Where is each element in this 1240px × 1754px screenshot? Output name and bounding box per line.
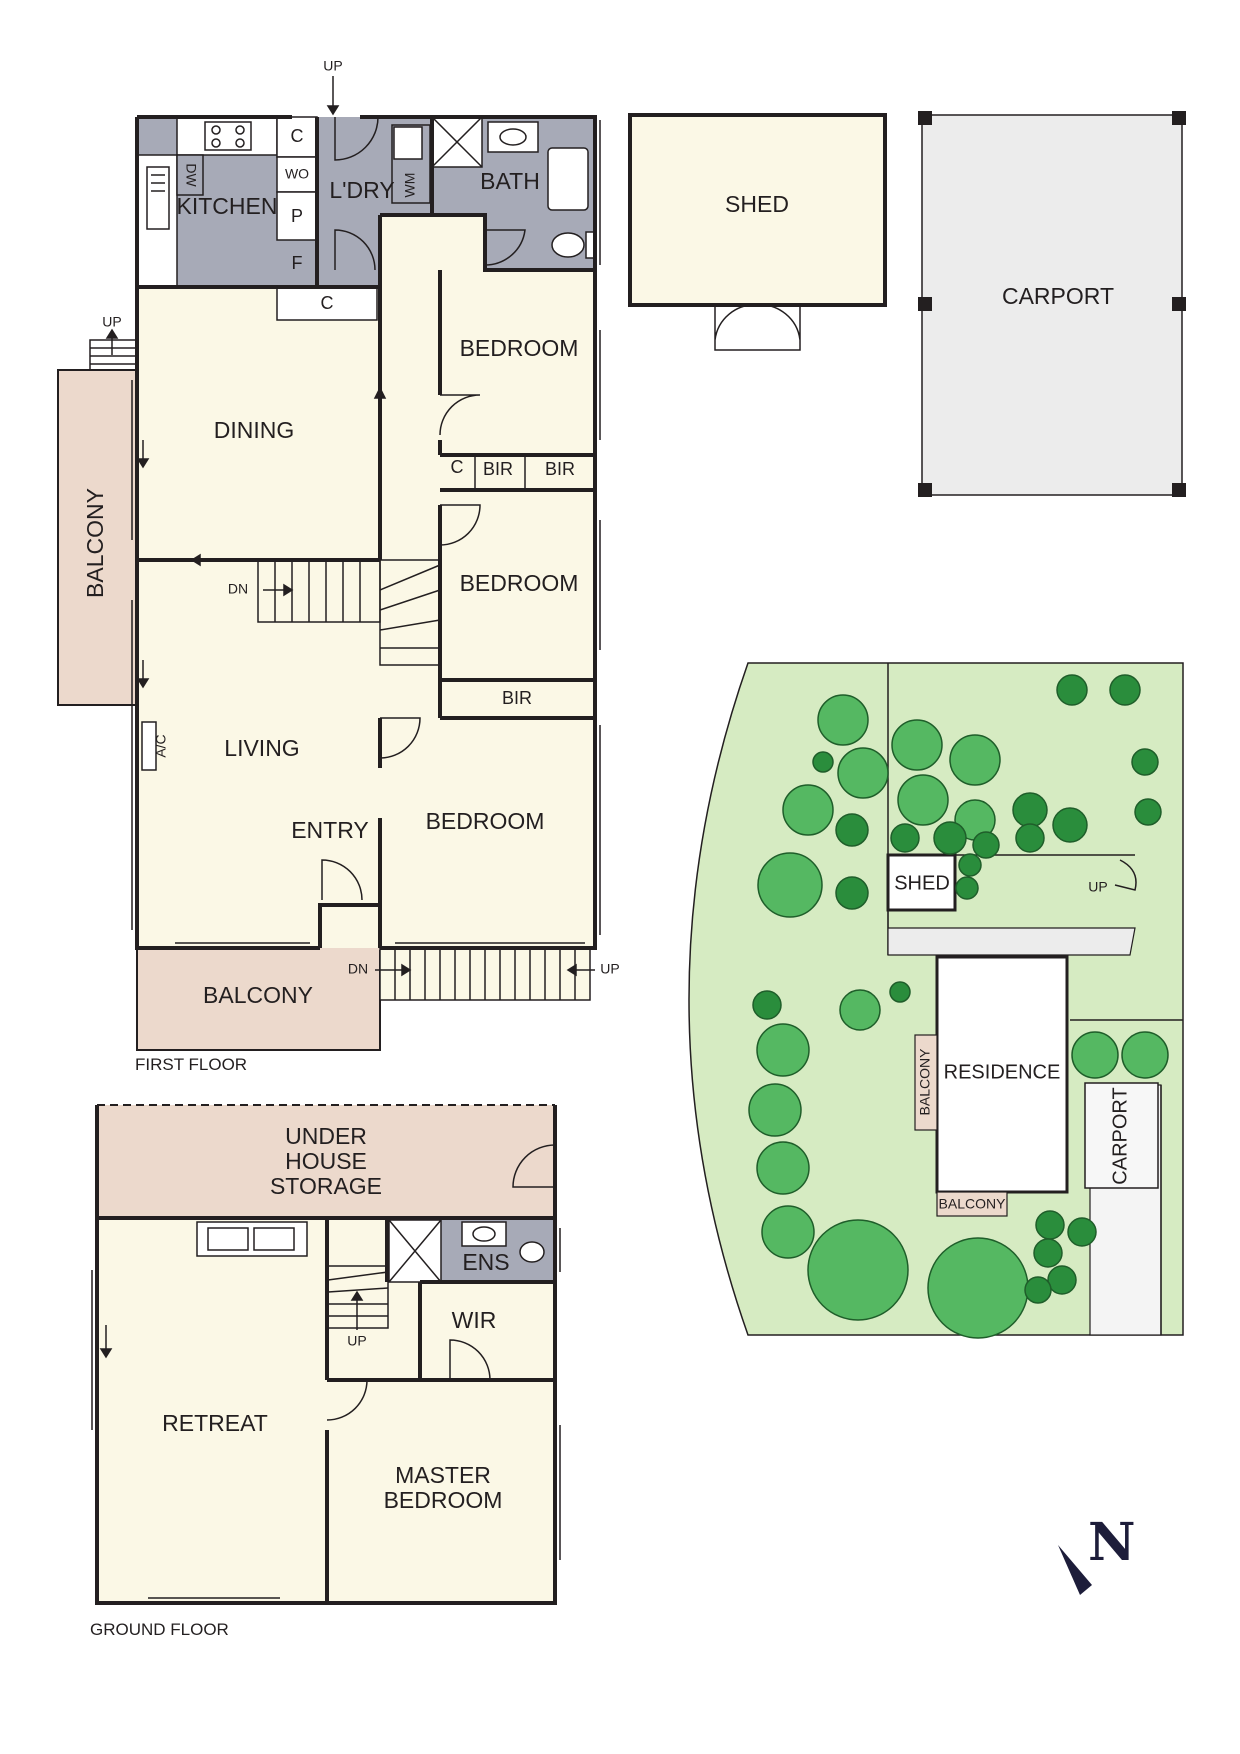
carport-label: CARPORT <box>1002 283 1114 309</box>
dn-stairs-label: DN <box>228 581 248 597</box>
storage-label-1: UNDER <box>285 1123 367 1149</box>
site-balcony-front <box>936 1191 1008 1217</box>
site-trees <box>748 674 1169 1339</box>
hall-cupboard-label: C <box>321 293 334 313</box>
stove-icon <box>204 121 252 151</box>
site-balcony-side-label: BALCONY <box>917 1048 933 1116</box>
living-label: LIVING <box>224 735 299 761</box>
ensuite-label: ENS <box>462 1249 509 1275</box>
shed-building <box>628 113 887 307</box>
direction-arrows <box>105 76 595 977</box>
dining-label: DINING <box>214 417 295 443</box>
fridge-label: F <box>292 253 303 273</box>
site-shed <box>886 853 957 912</box>
outbuildings: SHED CARPORT <box>628 111 1186 497</box>
first-floor-plan: KITCHEN L'DRY BATH DINING LIVING ENTRY B… <box>57 58 620 1074</box>
bir-3-label: BIR <box>502 688 532 708</box>
laundry-label: L'DRY <box>329 177 394 203</box>
bedroom-2-label: BEDROOM <box>460 570 579 596</box>
dishwasher-label: DW <box>183 163 199 187</box>
up-balcony-label: UP <box>102 314 121 330</box>
site-carport-label: CARPORT <box>1109 1087 1131 1184</box>
ground-floor-label: GROUND FLOOR <box>90 1620 229 1639</box>
bir-1-label: BIR <box>483 459 513 479</box>
wir-label: WIR <box>452 1307 497 1333</box>
bathtub-icon <box>547 147 589 211</box>
dn-front-label: DN <box>348 961 368 977</box>
kitchen-label: KITCHEN <box>177 193 278 219</box>
first-floor-label: FIRST FLOOR <box>135 1055 247 1074</box>
site-residence <box>935 955 1069 1194</box>
up-top-label: UP <box>323 58 342 74</box>
storage-label-3: STORAGE <box>270 1173 382 1199</box>
entry-label: ENTRY <box>291 817 369 843</box>
north-label: N <box>1088 1512 1136 1573</box>
ground-doors <box>326 1144 556 1421</box>
ensuite-basin-icon <box>461 1221 507 1247</box>
bir-2-label: BIR <box>545 459 575 479</box>
dishwasher-box <box>176 154 204 196</box>
balcony-front-label: BALCONY <box>203 982 313 1008</box>
internal-stairs <box>257 559 441 666</box>
carport-structure <box>921 114 1183 496</box>
bedroom-1-label: BEDROOM <box>460 335 579 361</box>
shed-label: SHED <box>725 191 789 217</box>
ensuite-toilet-icon <box>519 1241 545 1263</box>
ground-arrows <box>99 1290 364 1359</box>
cupboard-label: C <box>291 126 304 146</box>
doors <box>321 116 526 901</box>
ground-windows <box>91 1228 561 1599</box>
washing-machine-label: WM <box>402 173 418 198</box>
wall-oven-label: WO <box>285 166 309 182</box>
master-label-2: BEDROOM <box>384 1487 503 1513</box>
kitchen-sink-icon <box>146 166 170 230</box>
bed-cupboard-label: C <box>451 457 464 477</box>
site-residence-label: RESIDENCE <box>944 1061 1061 1083</box>
master-label-1: MASTER <box>395 1462 491 1488</box>
ground-floor-plan: UNDER HOUSE STORAGE RETREAT ENS WIR MAST… <box>90 1104 561 1639</box>
up-front-label: UP <box>600 961 619 977</box>
balcony-steps <box>89 339 137 371</box>
side-balcony <box>57 369 137 706</box>
site-up-label: UP <box>1088 879 1107 895</box>
under-house-storage <box>97 1105 555 1218</box>
front-stairs <box>379 947 591 1001</box>
north-arrow-icon: N <box>1058 1512 1136 1595</box>
ground-floor-walls <box>95 1105 557 1605</box>
hall-area <box>380 215 485 287</box>
ground-up-label: UP <box>347 1333 366 1349</box>
ensuite-shower-icon <box>388 1219 442 1283</box>
bath-label: BATH <box>480 168 540 194</box>
air-con-label: A/C <box>153 734 169 757</box>
ground-stairs <box>327 1265 389 1329</box>
toilet-icon <box>551 231 595 259</box>
windows <box>131 120 601 944</box>
bedroom-3-label: BEDROOM <box>426 808 545 834</box>
air-con-unit <box>141 721 157 771</box>
laundry-tub <box>393 126 423 160</box>
retreat-label: RETREAT <box>162 1410 268 1436</box>
site-balcony-side <box>914 1034 938 1131</box>
site-plan: SHED RESIDENCE BALCONY BALCONY CARPORT U… <box>688 662 1184 1339</box>
site-carport <box>1084 1082 1159 1189</box>
pantry-label: P <box>291 206 303 226</box>
site-balcony-front-label: BALCONY <box>939 1196 1007 1212</box>
site-shed-label: SHED <box>894 872 950 894</box>
retreat-sink-icon <box>196 1221 308 1257</box>
basin-icon <box>487 121 539 153</box>
balcony-side-label: BALCONY <box>82 488 108 598</box>
shower-icon <box>431 116 483 168</box>
storage-label-2: HOUSE <box>285 1148 367 1174</box>
site-path <box>887 890 1136 956</box>
hall-cupboard-box <box>276 286 378 321</box>
